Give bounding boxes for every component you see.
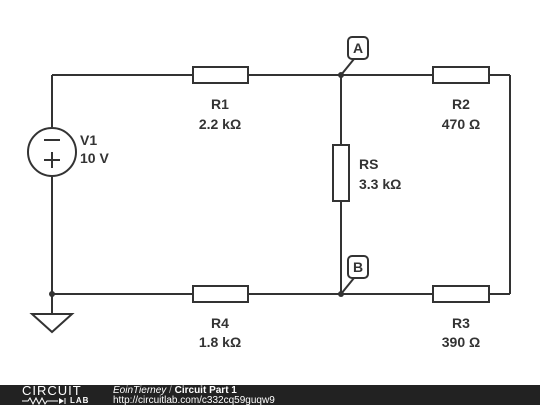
wires: [51, 74, 511, 314]
node-label-a[interactable]: A: [340, 36, 369, 76]
resistor-r4[interactable]: [192, 285, 249, 303]
footer-bar: CIRCUIT LAB EoinTierney / Circuit Part 1…: [0, 383, 540, 406]
resistor-rs[interactable]: [332, 144, 350, 202]
author-link[interactable]: EoinTierney: [113, 385, 167, 396]
resistor-logo-icon: [22, 397, 66, 405]
resistor-r3[interactable]: [432, 285, 490, 303]
circuitlab-logo[interactable]: CIRCUIT LAB: [22, 383, 102, 405]
footer-credit: EoinTierney / Circuit Part 1: [113, 385, 237, 396]
voltage-source-v1[interactable]: [27, 127, 77, 177]
separator: /: [166, 385, 175, 396]
node-a-box: [347, 36, 369, 60]
resistor-r1[interactable]: [192, 66, 249, 84]
rs-value: 3.3 kΩ: [359, 176, 401, 192]
node-b-leader: [340, 277, 355, 295]
r2-name: R2: [452, 96, 470, 112]
ground-icon[interactable]: [29, 313, 75, 334]
r3-value: 390 Ω: [442, 334, 480, 350]
circuit-url[interactable]: http://circuitlab.com/c332cq59guqw9: [113, 395, 275, 406]
node-label-b[interactable]: B: [340, 255, 369, 295]
r2-value: 470 Ω: [442, 116, 480, 132]
r3-name: R3: [452, 315, 470, 331]
circuit-schematic: A B V1 10 V R1 2.2 kΩ R2 470 Ω RS 3.3 kΩ…: [27, 36, 511, 350]
resistor-r2[interactable]: [432, 66, 490, 84]
logo-text-lab: LAB: [70, 396, 90, 405]
v1-value: 10 V: [80, 150, 109, 166]
node-b-box: [347, 255, 369, 279]
circuit-title[interactable]: Circuit Part 1: [174, 385, 237, 396]
node-a-leader: [340, 58, 355, 76]
r4-name: R4: [211, 315, 229, 331]
node-a-text: A: [353, 40, 363, 56]
junction-dot: [49, 291, 55, 297]
node-b-text: B: [353, 259, 363, 275]
v1-name: V1: [80, 132, 97, 148]
rs-name: RS: [359, 156, 378, 172]
r1-name: R1: [211, 96, 229, 112]
logo-text-circuit: CIRCUIT: [22, 383, 82, 398]
r1-value: 2.2 kΩ: [199, 116, 241, 132]
r4-value: 1.8 kΩ: [199, 334, 241, 350]
